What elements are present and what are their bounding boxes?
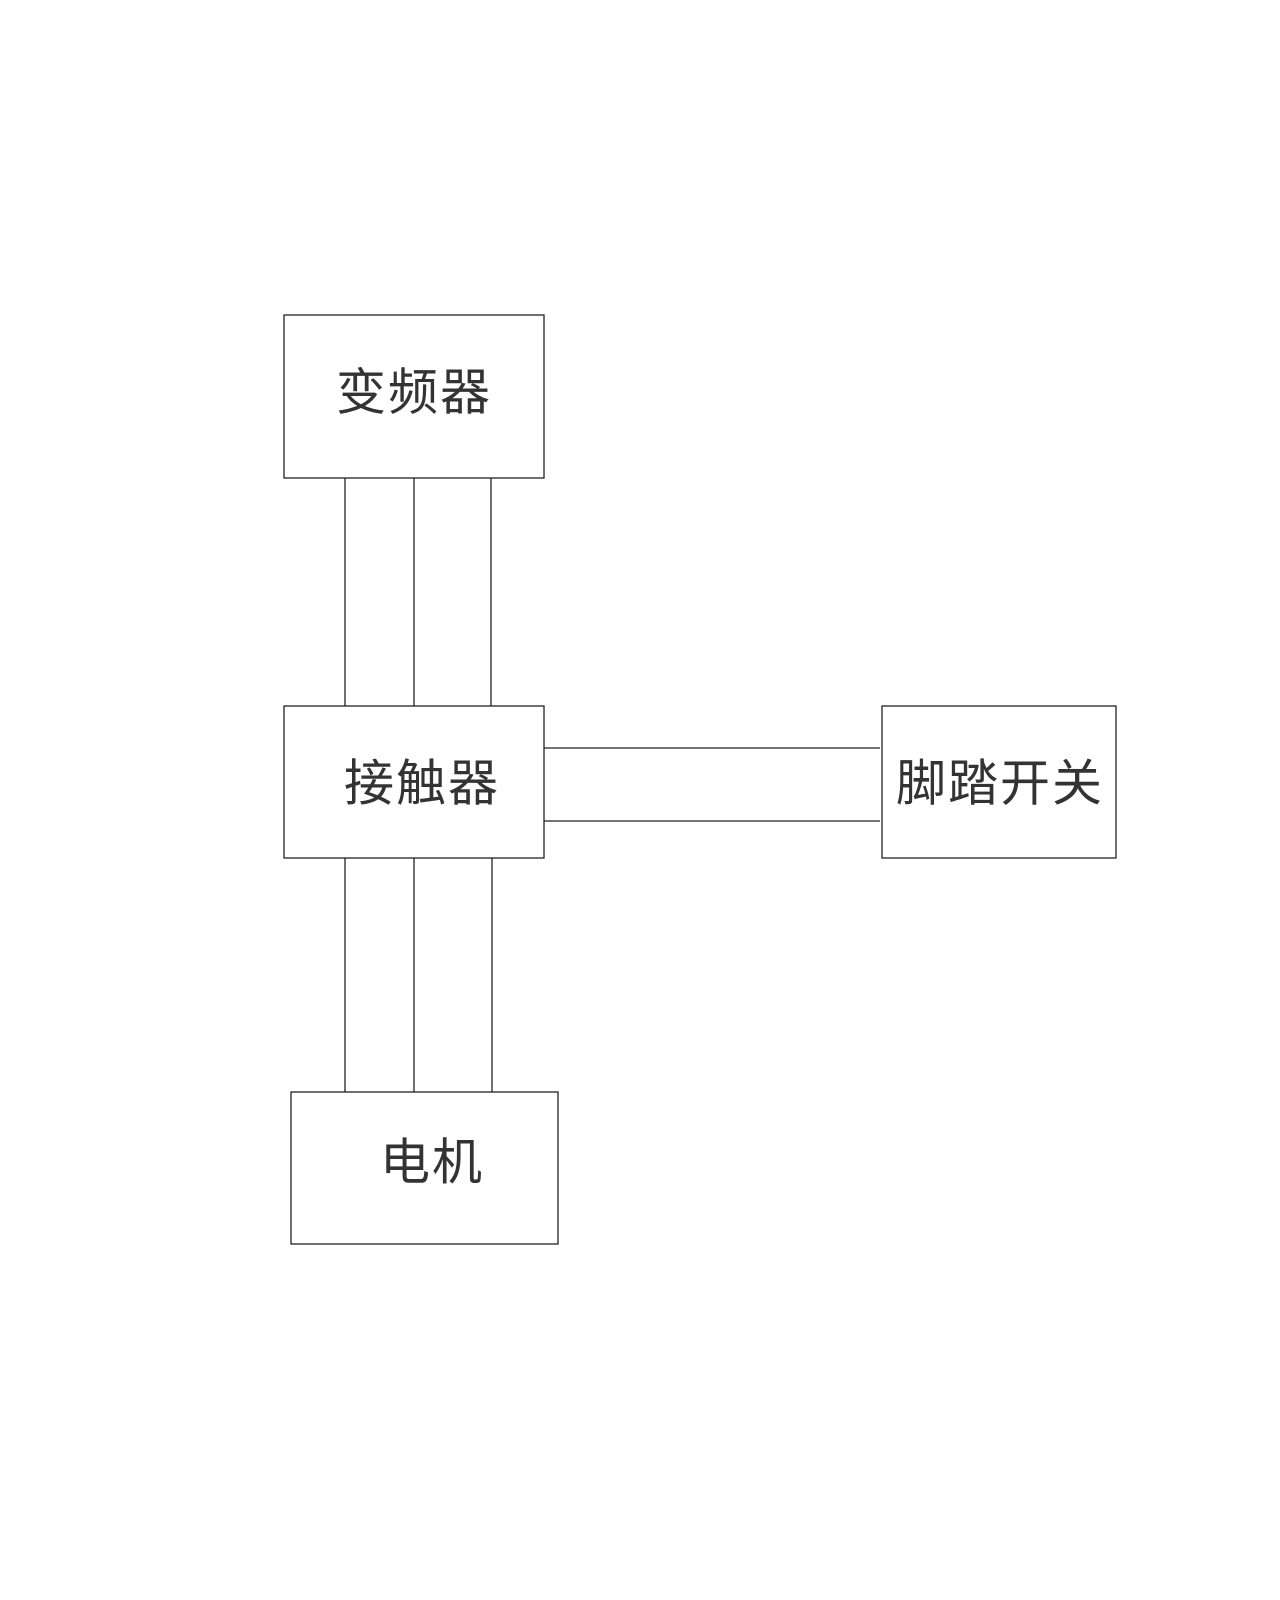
foot-switch-box [881,705,1117,859]
inverter-box [283,314,545,479]
wires-inverter-to-contactor [344,478,492,706]
node-contactor: 接触器 [283,705,545,859]
wires-contactor-to-motor [344,858,493,1092]
contactor-label: 接触器 [344,755,500,813]
motor-box [290,1091,559,1245]
inverter-label: 变频器 [336,364,492,422]
node-motor: 电机 [290,1091,559,1245]
motor-label: 电机 [380,1134,484,1192]
wires-contactor-to-foot-switch [544,747,880,822]
node-foot-switch: 脚踏开关 [881,705,1117,859]
node-inverter: 变频器 [283,314,545,479]
foot-switch-label: 脚踏开关 [896,755,1104,813]
contactor-box [283,705,545,859]
